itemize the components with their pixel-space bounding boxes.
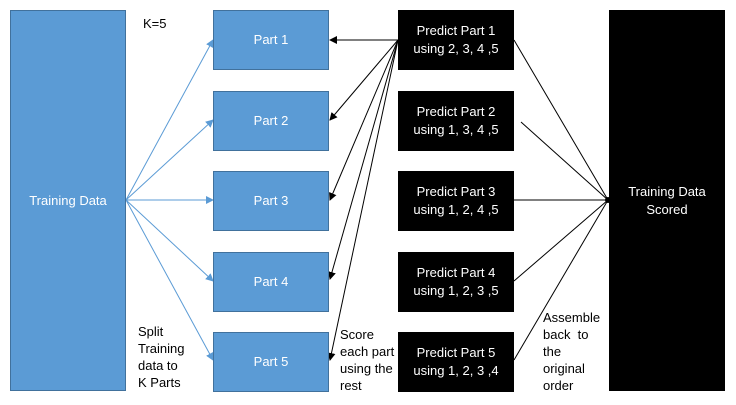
score-note-line: Score: [340, 327, 374, 342]
assemble-line-2: [520, 121, 609, 201]
predict-part-5-title: Predict Part 5: [416, 345, 496, 360]
predict-part-4-using: using 1, 2, 3 ,5: [413, 283, 499, 298]
assemble-note-line: Assemble: [543, 310, 601, 325]
score-note-line: each part: [340, 344, 395, 359]
part-1-label: Part 1: [253, 32, 289, 47]
split-note-line: K Parts: [138, 375, 181, 390]
score-arrow-5: [327, 39, 399, 361]
part-1-box: Part 1: [213, 10, 329, 70]
split-note-line: data to: [138, 358, 178, 373]
assemble-note-line: back to: [543, 327, 589, 342]
predict-part-1-using: using 2, 3, 4 ,5: [413, 41, 499, 56]
split-note-line: Split: [138, 324, 164, 339]
assemble-line-1: [513, 39, 609, 201]
score-note-line: rest: [340, 378, 362, 393]
predict-part-4-title: Predict Part 4: [416, 265, 496, 280]
assemble-note-line: the: [543, 344, 562, 359]
split-arrow-5: [125, 199, 214, 361]
training-data-label: Training Data: [29, 192, 107, 208]
k-label: K=5: [143, 16, 167, 31]
predict-part-2-title: Predict Part 2: [416, 104, 496, 119]
predict-part-1-box: Predict Part 1 using 2, 3, 4 ,5: [398, 10, 514, 70]
part-4-box: Part 4: [213, 252, 329, 312]
training-data-scored-box: Training Data Scored: [609, 10, 725, 391]
score-arrow-4: [328, 39, 399, 280]
predict-part-1-title: Predict Part 1: [416, 23, 496, 38]
predict-part-5-box: Predict Part 5 using 1, 2, 3 ,4: [398, 332, 514, 392]
assemble-note: Assemble back to the original order: [543, 309, 600, 394]
part-2-box: Part 2: [213, 91, 329, 151]
score-note: Score each part using the rest: [340, 326, 394, 394]
split-arrow-2: [125, 119, 214, 201]
predict-part-4-box: Predict Part 4 using 1, 2, 3 ,5: [398, 252, 514, 312]
split-note-line: Training: [138, 341, 185, 356]
score-note-line: using the: [340, 361, 393, 376]
part-4-label: Part 4: [253, 274, 289, 289]
score-arrow-2: [329, 39, 399, 121]
predict-part-3-box: Predict Part 3 using 1, 2, 4 ,5: [398, 171, 514, 231]
predict-part-2-using: using 1, 3, 4 ,5: [413, 122, 499, 137]
assemble-note-line: order: [543, 378, 574, 393]
split-note: Split Training data to K Parts: [138, 323, 184, 391]
assemble-line-5: [513, 199, 609, 361]
part-5-box: Part 5: [213, 332, 329, 392]
part-5-label: Part 5: [253, 354, 289, 369]
assemble-line-4: [513, 199, 609, 282]
predict-part-2-box: Predict Part 2 using 1, 3, 4 ,5: [398, 91, 514, 151]
scored-line-1: Training Data: [628, 183, 706, 199]
split-arrow-1: [125, 39, 214, 201]
score-arrow-3: [329, 39, 399, 201]
split-arrow-4: [125, 199, 214, 282]
part-3-box: Part 3: [213, 171, 329, 231]
assemble-note-line: original: [543, 361, 585, 376]
predict-part-3-using: using 1, 2, 4 ,5: [413, 202, 499, 217]
training-data-box: Training Data: [10, 10, 126, 391]
predict-part-3-title: Predict Part 3: [416, 184, 496, 199]
scored-line-2: Scored: [646, 201, 688, 217]
predict-part-5-using: using 1, 2, 3 ,4: [413, 363, 499, 378]
part-2-label: Part 2: [253, 113, 289, 128]
part-3-label: Part 3: [253, 193, 289, 208]
